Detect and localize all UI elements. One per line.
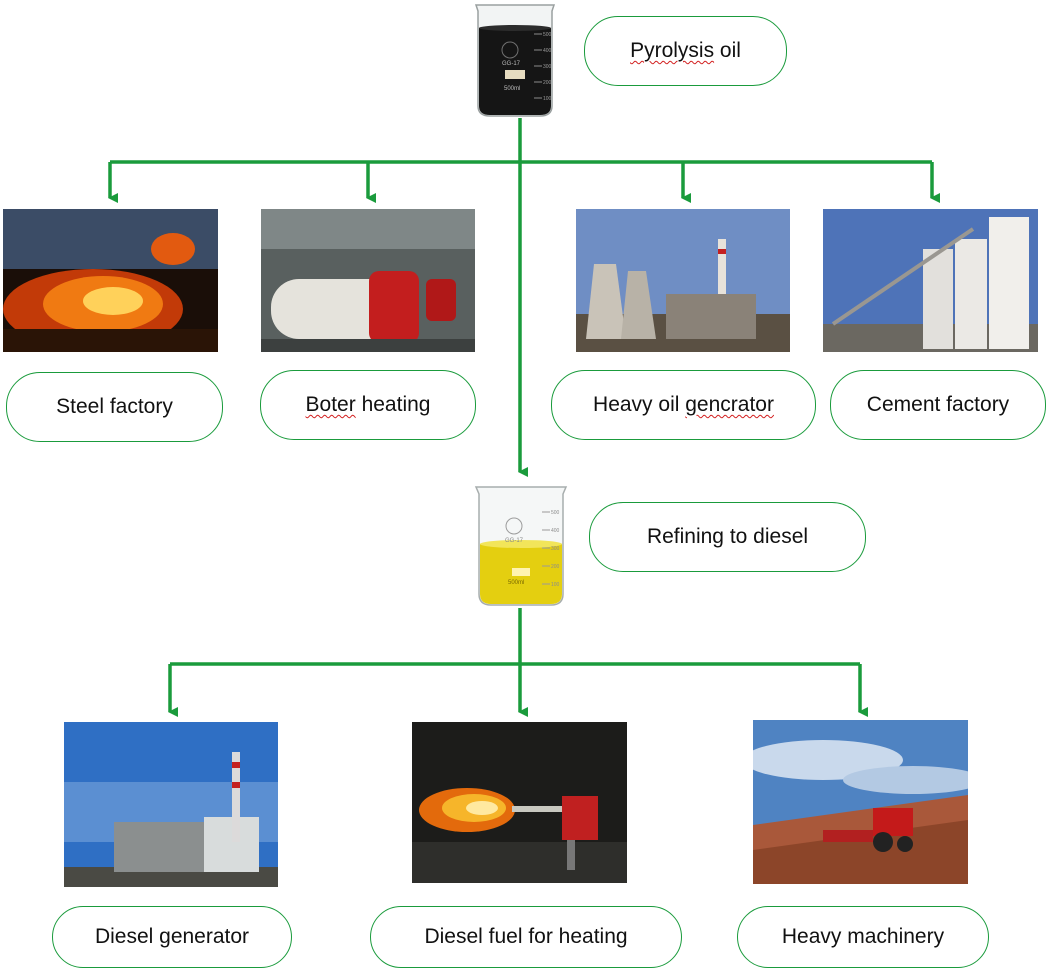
svg-text:500ml: 500ml [504, 86, 520, 92]
svg-text:200: 200 [551, 564, 560, 570]
diesel-fuel-heating-photo [412, 722, 627, 883]
use-cement-factory-label: Cement factory [830, 370, 1046, 440]
svg-text:GG-17: GG-17 [505, 538, 524, 544]
svg-text:200: 200 [543, 80, 552, 86]
svg-text:GG-17: GG-17 [502, 61, 521, 67]
svg-text:300: 300 [543, 64, 552, 70]
heavy-machinery-photo [753, 720, 968, 884]
svg-text:300: 300 [551, 546, 560, 552]
svg-text:500ml: 500ml [508, 580, 524, 586]
refining-to-diesel-label: Refining to diesel [589, 502, 866, 572]
heavy-oil-generator-photo [576, 209, 790, 352]
pyrolysis-oil-beaker: GG-17 500ml 500 400 300 200 100 [474, 4, 556, 117]
boiler-heating-photo [261, 209, 475, 352]
svg-text:100: 100 [551, 582, 560, 588]
svg-text:100: 100 [543, 96, 552, 102]
svg-text:400: 400 [543, 48, 552, 54]
svg-text:500: 500 [543, 32, 552, 38]
diesel-generator-label: Diesel generator [52, 906, 292, 968]
svg-text:400: 400 [551, 528, 560, 534]
heavy-machinery-label: Heavy machinery [737, 906, 989, 968]
use-steel-factory-label: Steel factory [6, 372, 223, 442]
diesel-beaker: GG-17 500ml 500 400 300 200 100 [474, 486, 568, 606]
cement-factory-photo [823, 209, 1038, 352]
steel-factory-photo [3, 209, 218, 352]
diesel-fuel-heating-label: Diesel fuel for heating [370, 906, 682, 968]
use-boiler-heating-label: Boter heating [260, 370, 476, 440]
diesel-generator-photo [64, 722, 278, 887]
pyrolysis-oil-label: Pyrolysis oil [584, 16, 787, 86]
use-heavy-oil-generator-label: Heavy oil gencrator [551, 370, 816, 440]
svg-text:500: 500 [551, 510, 560, 516]
